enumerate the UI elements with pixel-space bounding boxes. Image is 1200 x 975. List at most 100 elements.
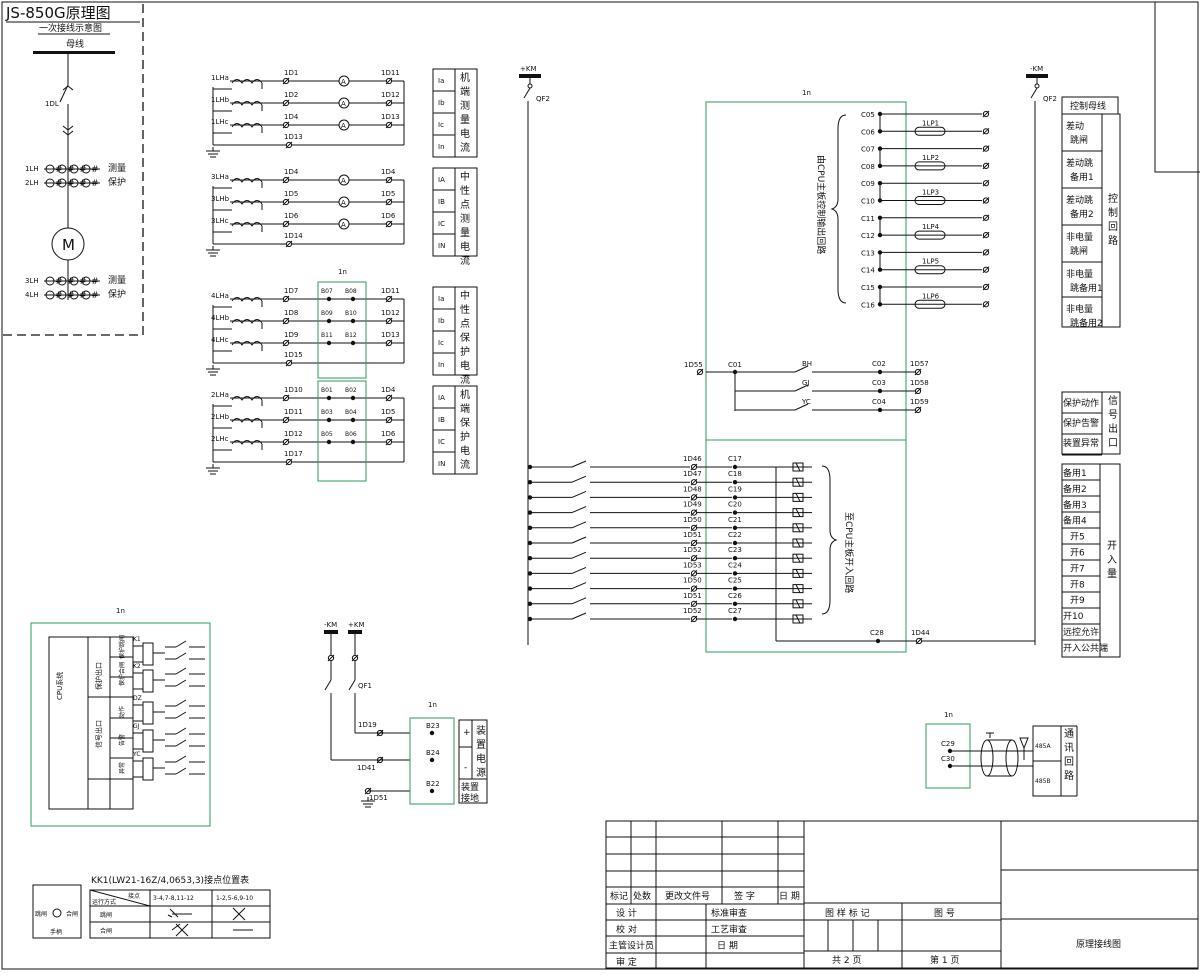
ammeter-label: A (341, 78, 346, 86)
input-terminal (690, 479, 698, 486)
board-terminal-label: B03 (321, 409, 333, 416)
power-board-label: B22 (426, 780, 440, 788)
current-group-desc-char: 电 (460, 127, 470, 140)
control-bus-item: 非电量 (1066, 303, 1093, 315)
terminal-neutral (285, 141, 293, 149)
signal-table-item: 装置异常 (1063, 437, 1099, 449)
comm-port-b: 485B (1035, 778, 1051, 785)
terminal-label: 1D9 (284, 331, 298, 339)
title-block-header: 日 期 (779, 891, 800, 902)
bus-label: 母线 (66, 38, 84, 50)
signal-out-label: 1D58 (910, 379, 929, 387)
power-supply-terminal (327, 654, 335, 662)
tb-page: 第 1 页 (930, 954, 959, 966)
wire (982, 249, 990, 256)
terminal-label: 1D6 (284, 212, 299, 220)
signal-table-side: 出 (1108, 422, 1118, 435)
wire (282, 339, 290, 347)
wire (324, 679, 332, 691)
signal-terminal (877, 388, 883, 394)
output-end-terminal (982, 214, 990, 221)
wire (795, 553, 801, 563)
terminal-label: 1D5 (381, 190, 395, 198)
ct-coil (231, 319, 263, 324)
input-terminal (690, 600, 698, 607)
title-block: 图 样 标 记 图 号 共 2 页 第 1 页 原理接线图 (605, 820, 1199, 969)
terminal-1D11 (385, 295, 393, 303)
wire (364, 787, 372, 795)
input-table-item: 开5 (1070, 532, 1085, 543)
output-terminal-label: C11 (861, 215, 875, 223)
power-sign-minus: - (464, 763, 467, 773)
ct-coil (231, 396, 263, 401)
ammeter-label: A (341, 199, 346, 207)
power-board-label: B23 (426, 722, 440, 730)
wire (385, 394, 393, 402)
input-board-terminal (732, 571, 738, 576)
terminal-label: 1D6 (381, 212, 396, 220)
output-end-terminal (982, 197, 990, 204)
wire (175, 767, 187, 775)
output-note: 由CPU主板控制输出回路 (815, 155, 827, 254)
primary-subtitle: 一次接线示意图 (39, 22, 102, 34)
output-terminal-label: C09 (861, 180, 875, 188)
tb-drawing-name: 原理接线图 (1076, 938, 1121, 950)
terminal-1D8 (282, 317, 290, 325)
current-group-desc-char: 中 (460, 289, 470, 302)
wire (385, 438, 393, 446)
output-terminal-label: C13 (861, 249, 875, 257)
wire (282, 438, 290, 446)
output-end-terminal (982, 128, 990, 135)
output-end-terminal (982, 249, 990, 256)
ct-coil (231, 341, 263, 346)
ct-name: 3LHb (211, 195, 230, 203)
input-terminal (690, 524, 698, 531)
ct-bottom-desc-2: 保护 (108, 288, 126, 300)
input-board-label: C17 (728, 455, 742, 463)
relay-name: 保护跳闸 (118, 635, 126, 659)
input-terminal (690, 509, 698, 516)
comm-terminal-label: C30 (941, 755, 955, 763)
ct-hash: # (91, 165, 99, 175)
terminal-1D12 (385, 317, 393, 325)
terminal-label: 1D11 (381, 69, 400, 77)
output-end-terminal (982, 162, 990, 169)
terminal-label: 1D13 (381, 113, 400, 121)
title-block-role: 主管设计员 (609, 940, 654, 952)
ct-top-label-2: 2LH (25, 179, 39, 187)
ct-name: 2LHc (211, 435, 229, 443)
power-label-chars: 电 (476, 752, 486, 765)
terminal-1D5 (385, 416, 393, 424)
antenna-icon (1019, 737, 1029, 750)
terminal-1D4 (282, 121, 290, 129)
board-terminal-label: B05 (321, 431, 333, 438)
control-bus-item: 差动跳 (1066, 157, 1093, 169)
terminal-1D7 (282, 295, 290, 303)
input-board-label: C24 (728, 561, 742, 569)
terminal-1D6 (282, 220, 290, 228)
board-terminal-label: B01 (321, 387, 333, 394)
input-board-label: C25 (728, 577, 742, 585)
current-group-desc-char: 性 (460, 303, 470, 316)
tb-drawing-mark: 图 样 标 记 (825, 907, 870, 919)
wire (282, 220, 290, 228)
board-terminal (350, 439, 356, 445)
ct-name: 3LHc (211, 217, 229, 225)
input-terminal-label: 1D48 (683, 485, 702, 493)
wire (795, 569, 801, 578)
ct-symbol (69, 178, 79, 188)
wire (385, 220, 393, 228)
signal-terminal (877, 369, 883, 375)
power-label-table (458, 719, 488, 804)
pressure-plate-label: 1LP2 (922, 154, 939, 162)
input-board-terminal (732, 464, 738, 470)
power-board-terminal (429, 788, 435, 794)
input-terminal-label: 1D49 (683, 501, 702, 509)
output-terminal-label: C05 (861, 111, 875, 119)
terminal-label: 1D12 (284, 430, 303, 438)
control-bus-item: 差动 (1066, 120, 1084, 132)
terminal-1D12 (282, 438, 290, 446)
input-terminal-label: 1D53 (683, 561, 702, 569)
terminal-label: 1D6 (381, 430, 396, 438)
input-table-item: 开7 (1070, 563, 1085, 574)
